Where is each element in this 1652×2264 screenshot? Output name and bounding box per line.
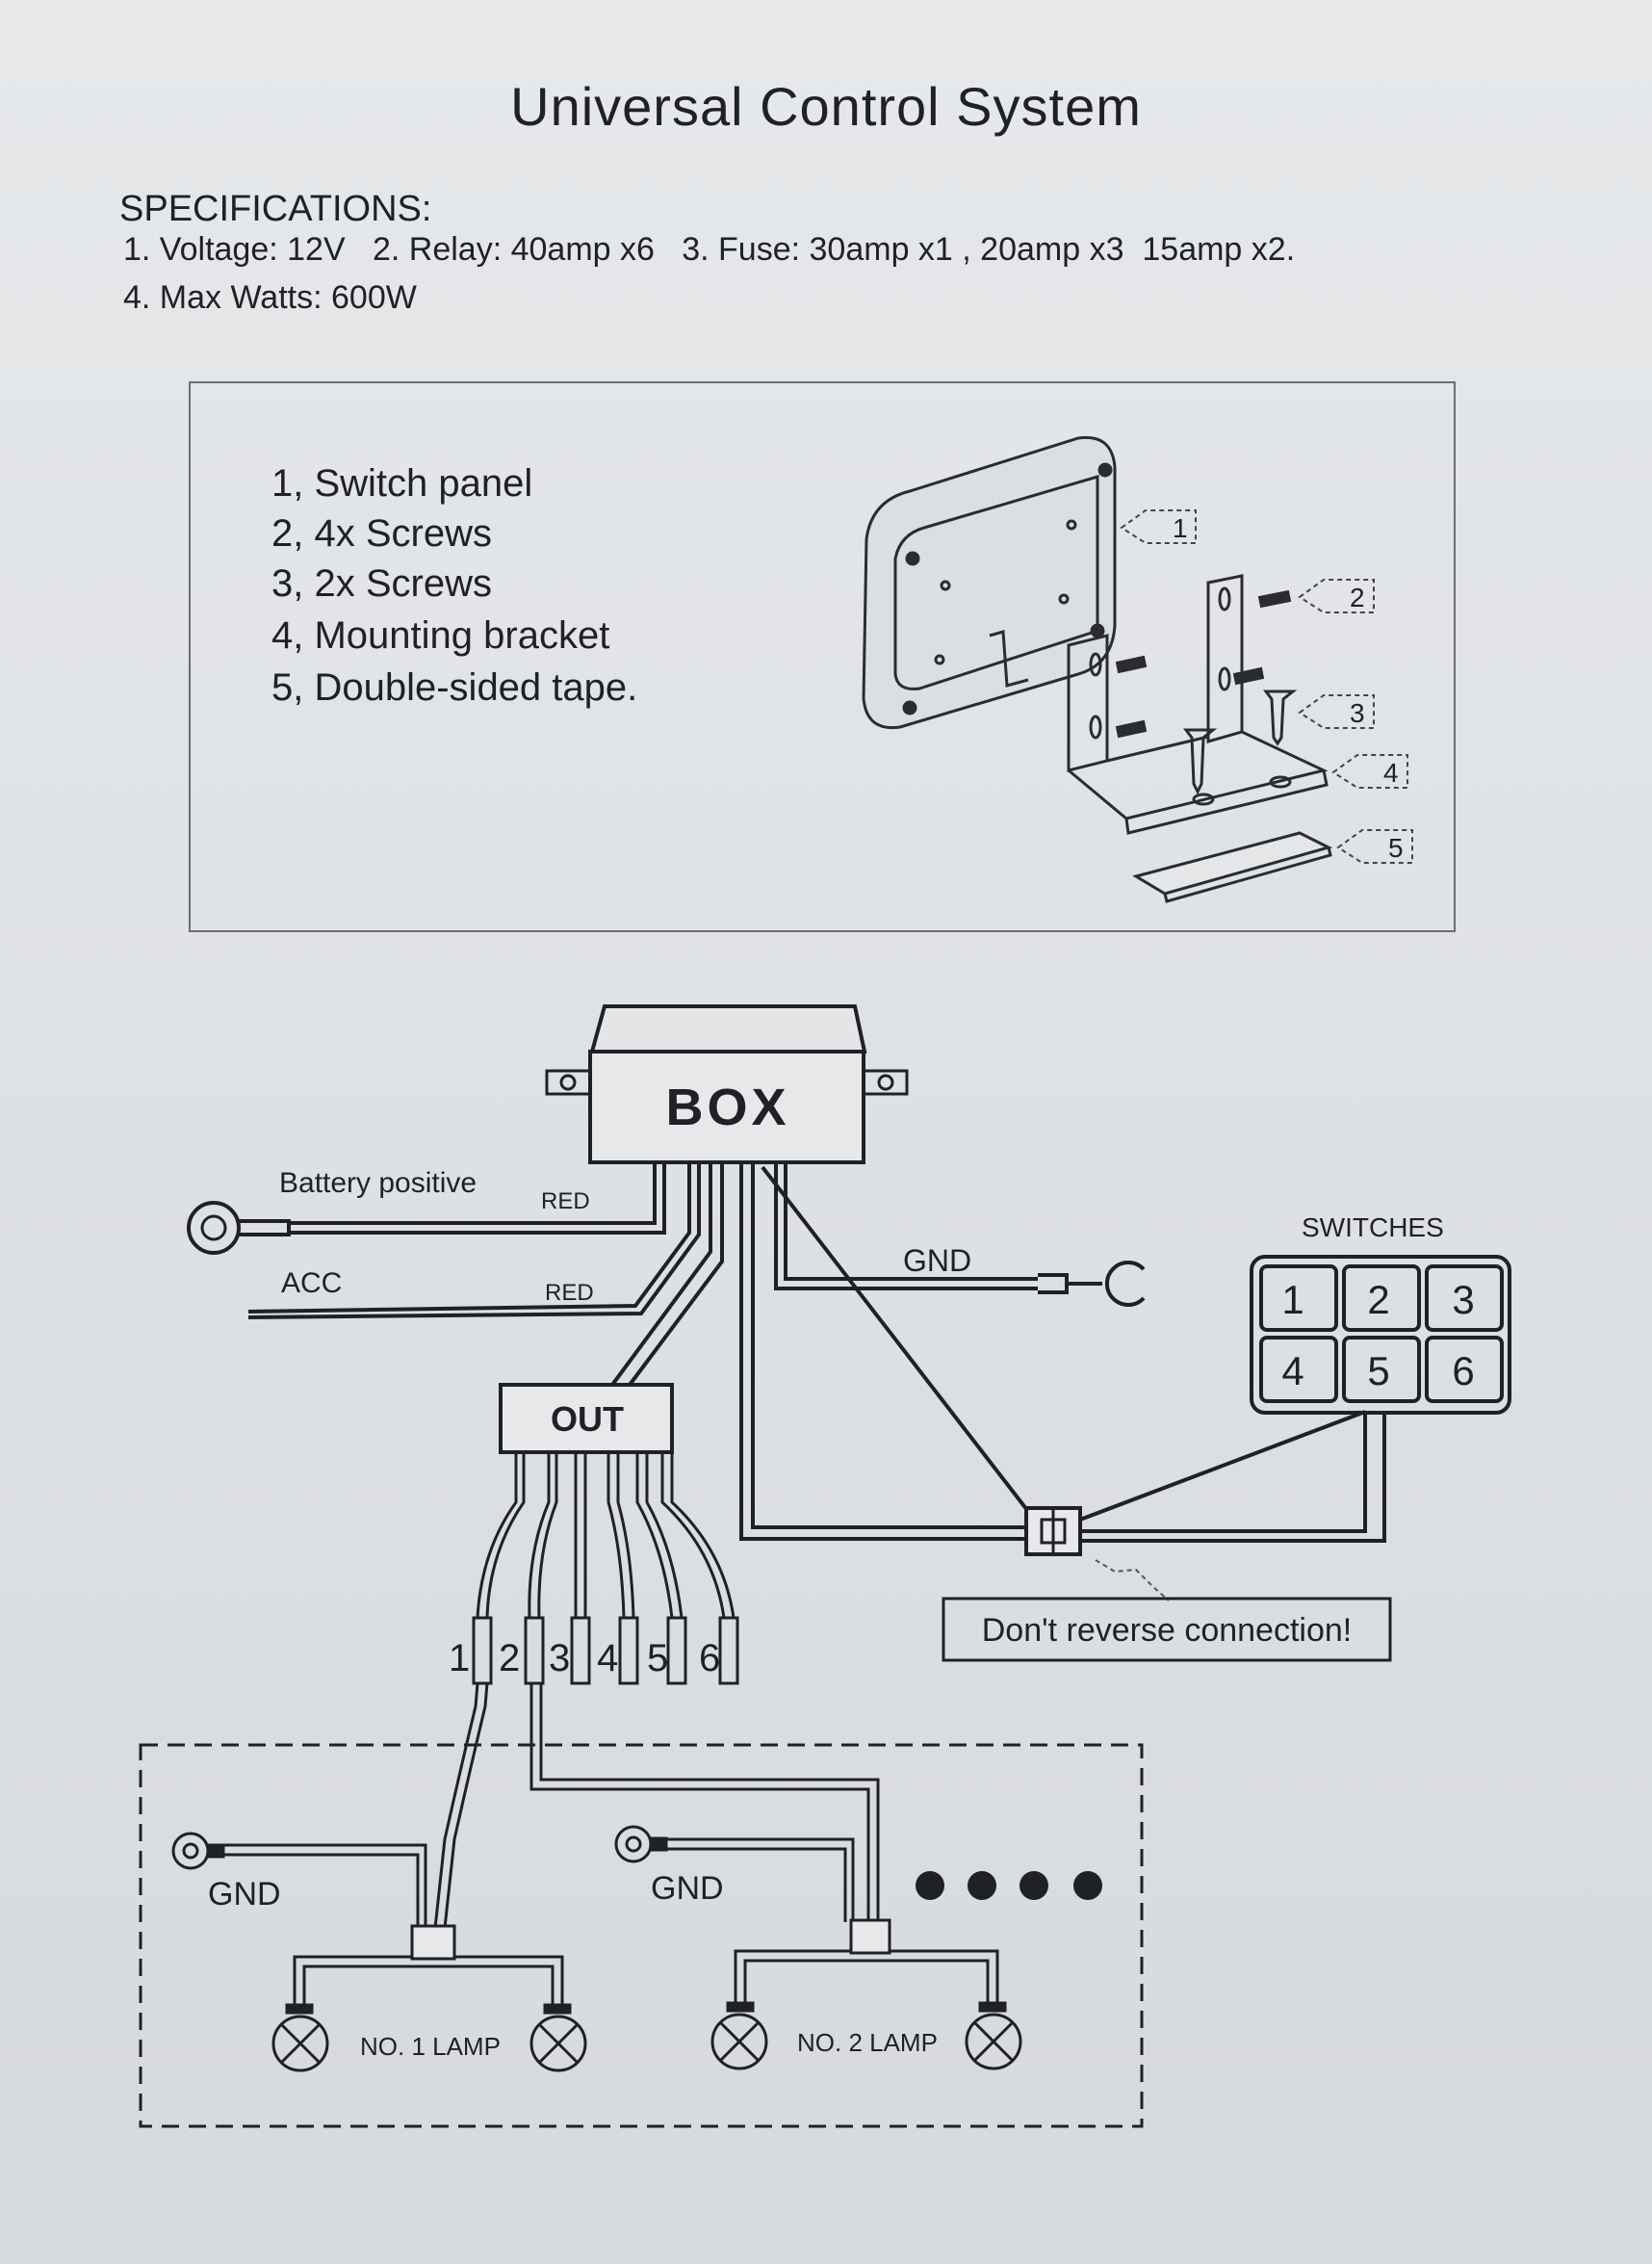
box-label: BOX [665, 1079, 789, 1136]
specifications-heading: SPECIFICATIONS: [119, 189, 432, 229]
switch-2: 2 [1367, 1277, 1389, 1322]
switch-panel [1250, 1255, 1511, 1415]
out-connector [499, 1383, 674, 1454]
box-ground-wire [774, 1162, 1146, 1307]
switch-3: 3 [1452, 1277, 1474, 1322]
connector-block [1024, 1506, 1082, 1556]
output-4: 4 [597, 1637, 618, 1679]
lamp-gnd-1-label: GND [208, 1876, 281, 1913]
lamp-2-junction [849, 1918, 891, 1955]
output-6: 6 [699, 1637, 720, 1679]
output-5: 5 [647, 1637, 668, 1679]
warning-pointer [1095, 1559, 1170, 1601]
more-lamps-ellipsis [916, 1871, 1102, 1900]
control-box [545, 1004, 909, 1164]
switch-4: 4 [1281, 1348, 1304, 1393]
callout-3: 3 [1350, 698, 1365, 728]
lamp-1-label: NO. 1 LAMP [360, 2032, 501, 2061]
box-to-out-wires [610, 1162, 724, 1387]
battery-positive-label: Battery positive [279, 1167, 477, 1199]
part-item-double-sided-tape: 5, Double-sided tape. [271, 666, 638, 709]
lamp-1-left-bulb [271, 2003, 329, 2072]
output-2: 2 [499, 1637, 520, 1679]
switch-wires [739, 1162, 1386, 1543]
lamp-ground-terminals [171, 1825, 668, 1870]
switch-5: 5 [1367, 1348, 1389, 1393]
lamp-area-frame [139, 1743, 1144, 2128]
callout-1: 1 [1173, 513, 1188, 543]
lamp-gnd-2-label: GND [651, 1870, 724, 1907]
battery-wire-color: RED [541, 1188, 590, 1214]
output-3: 3 [549, 1637, 570, 1679]
output-numbers: 1 2 3 4 5 6 [449, 1637, 720, 1679]
box-gnd-label: GND [903, 1243, 971, 1278]
output-1: 1 [449, 1637, 470, 1679]
callout-4: 4 [1383, 758, 1399, 788]
specifications-line-2: 4. Max Watts: 600W [123, 279, 417, 316]
callout-2: 2 [1350, 583, 1365, 612]
page-title: Universal Control System [510, 76, 1142, 137]
parts-panel [189, 381, 1456, 932]
lamp-2-label: NO. 2 LAMP [797, 2028, 938, 2057]
mounting-bracket-illustration [1067, 574, 1333, 903]
warning-text: Don't reverse connection! [982, 1612, 1352, 1649]
out-label: OUT [551, 1399, 624, 1439]
screws-illustration [1115, 589, 1298, 795]
part-item-2x-screws: 3, 2x Screws [271, 562, 492, 605]
switch-numbers: 1 2 3 4 5 6 [1281, 1277, 1474, 1393]
part-item-mounting-bracket: 4, Mounting bracket [271, 614, 610, 657]
switch-6: 6 [1452, 1348, 1474, 1393]
warning-box [942, 1597, 1392, 1662]
switches-label: SWITCHES [1302, 1212, 1444, 1242]
acc-wire [247, 1162, 701, 1319]
lamp-wires [208, 1682, 999, 2005]
callout-5: 5 [1388, 833, 1404, 863]
output-fuses [472, 1616, 739, 1685]
output-wires [476, 1452, 736, 1619]
acc-label: ACC [281, 1267, 342, 1299]
part-item-switch-panel: 1, Switch panel [271, 462, 533, 505]
battery-positive-wire [187, 1162, 666, 1255]
switch-panel-illustration [862, 435, 1117, 730]
lamp-bulbs [271, 2001, 1022, 2072]
switch-1: 1 [1281, 1277, 1304, 1322]
lamp-1-junction [410, 1924, 456, 1961]
specifications-line-1: 1. Voltage: 12V 2. Relay: 40amp x6 3. Fu… [123, 231, 1296, 268]
part-item-4x-screws: 2, 4x Screws [271, 512, 492, 555]
acc-wire-color: RED [545, 1280, 594, 1306]
part-callout-numbers: 1 2 3 4 5 [1173, 513, 1404, 863]
lamp-2-left-bulb [710, 2001, 768, 2070]
lamp-2-right-bulb [965, 2001, 1022, 2070]
lamp-1-right-bulb [529, 2003, 587, 2072]
part-callouts [1120, 509, 1413, 864]
